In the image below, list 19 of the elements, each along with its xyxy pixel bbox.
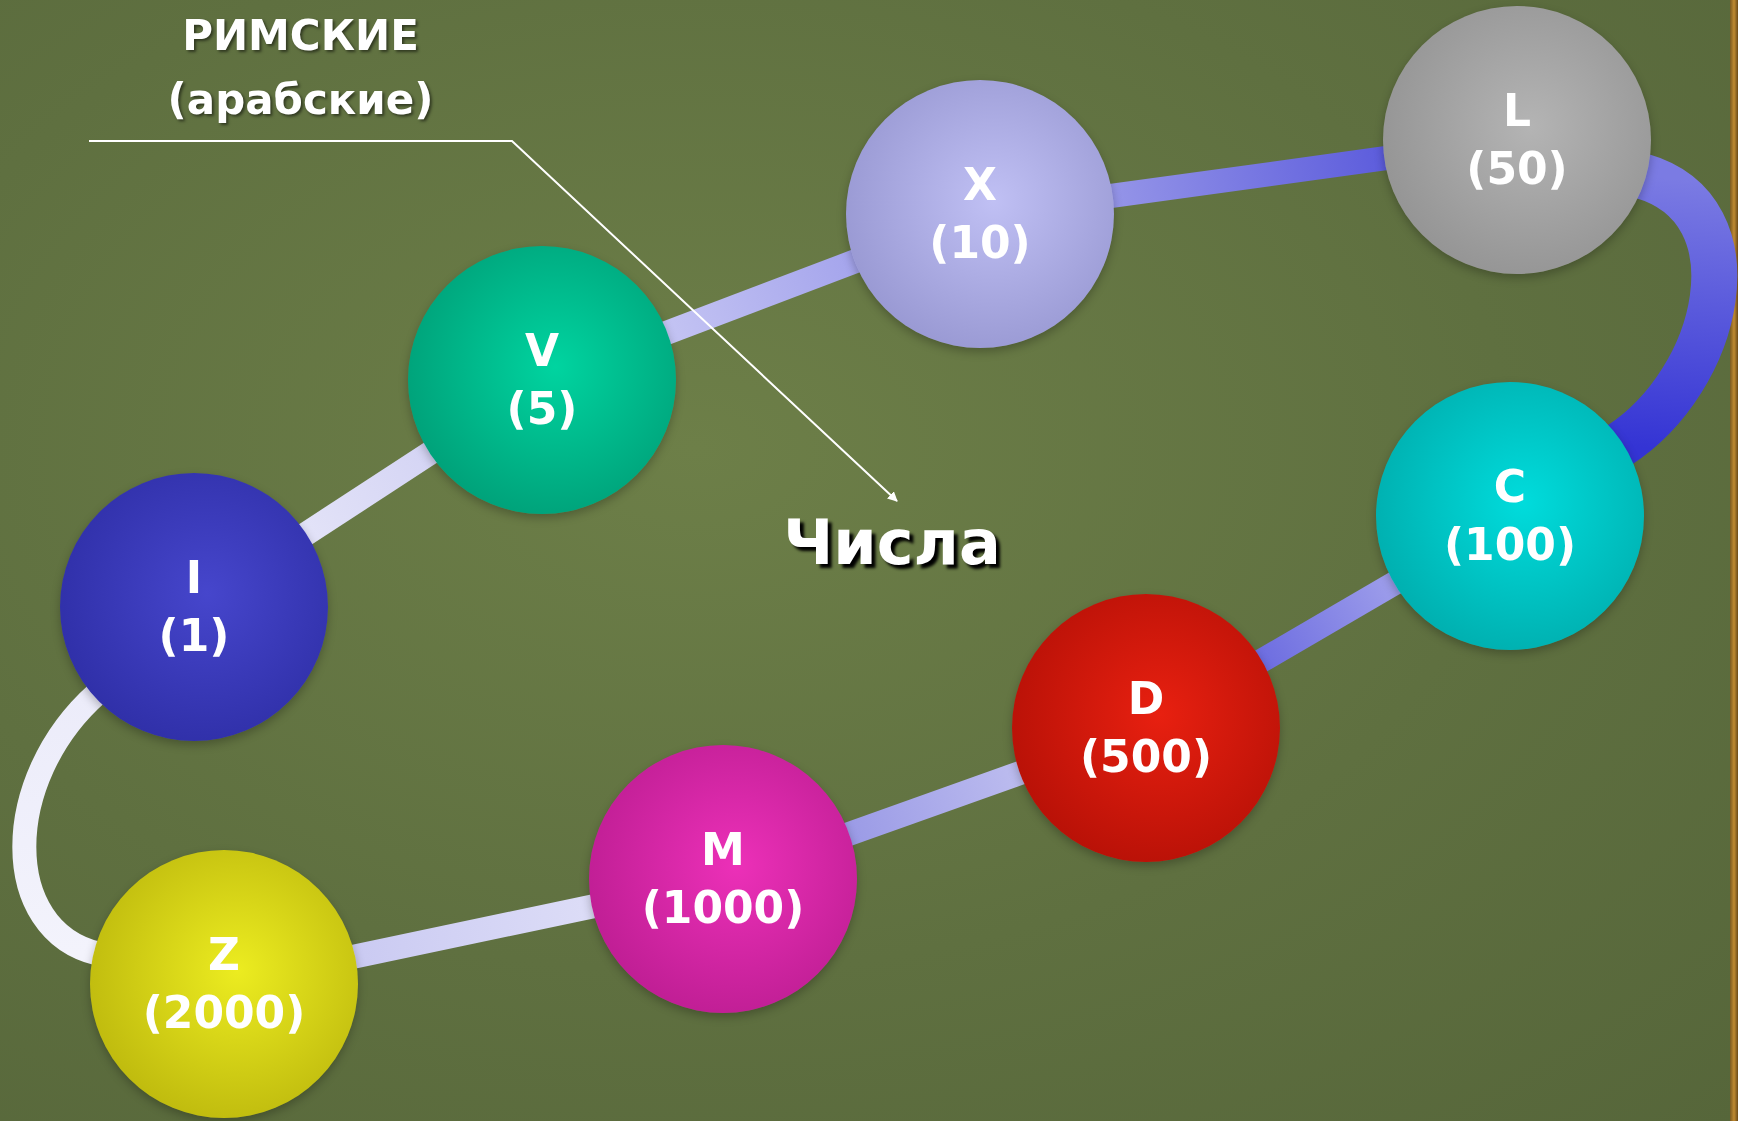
roman-numeral: X bbox=[963, 158, 997, 212]
roman-numeral: D bbox=[1127, 672, 1165, 726]
roman-numeral: L bbox=[1502, 84, 1531, 138]
roman-numeral: C bbox=[1493, 460, 1527, 514]
arabic-number: (500) bbox=[1079, 730, 1213, 784]
heading-text: РИМСКИЕ (арабские) bbox=[89, 4, 512, 141]
center-label: Числа bbox=[762, 505, 1022, 585]
arabic-number: (1000) bbox=[641, 881, 805, 935]
roman-numeral: I bbox=[185, 551, 203, 605]
roman-numeral: V bbox=[524, 324, 560, 378]
arabic-number: (5) bbox=[506, 382, 578, 436]
roman-numeral: Z bbox=[208, 928, 240, 982]
roman-numeral: M bbox=[701, 823, 745, 877]
arabic-number: (100) bbox=[1443, 518, 1577, 572]
arabic-number: (10) bbox=[929, 216, 1031, 270]
arabic-number: (1) bbox=[158, 609, 230, 663]
arabic-number: (50) bbox=[1466, 142, 1568, 196]
arabic-number: (2000) bbox=[142, 986, 306, 1040]
leader-line bbox=[88, 140, 898, 502]
